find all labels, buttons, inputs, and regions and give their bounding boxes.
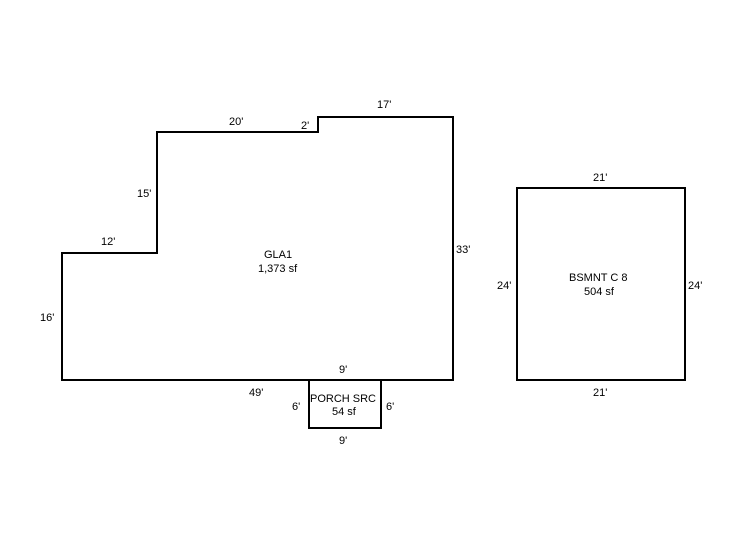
- gla1-area: 1,373 sf: [258, 263, 298, 275]
- gla1-dim-porch-opening: 9': [339, 364, 347, 376]
- gla1-dim-bottom: 49': [249, 387, 263, 399]
- porch-outline: [308, 379, 382, 429]
- gla1-dim-lower-left-side: 16': [40, 312, 54, 324]
- gla1-dim-left-ledge: 12': [101, 236, 115, 248]
- porch-dim-left: 6': [292, 401, 300, 413]
- basement-dim-right: 24': [688, 280, 702, 292]
- porch-area: 54 sf: [332, 406, 357, 418]
- basement-dim-bottom: 21': [593, 387, 607, 399]
- gla1-outline: [61, 116, 454, 381]
- porch-name: PORCH SRC: [310, 393, 376, 405]
- gla1-dim-top-left-step: 20': [229, 116, 243, 128]
- gla1-name: GLA1: [264, 249, 292, 261]
- basement-dim-top: 21': [593, 172, 607, 184]
- basement-dim-left: 24': [497, 280, 511, 292]
- porch-dim-bottom: 9': [339, 435, 347, 447]
- basement-outline: [516, 187, 686, 381]
- gla1-dim-right-side: 33': [456, 244, 470, 256]
- gla1-dim-upper-left-side: 15': [137, 188, 151, 200]
- basement-area: 504 sf: [584, 286, 615, 298]
- gla1-dim-top-right: 17': [377, 99, 391, 111]
- porch-dim-right: 6': [386, 401, 394, 413]
- gla1-dim-jog: 2': [301, 120, 309, 132]
- basement-name: BSMNT C 8: [569, 272, 627, 284]
